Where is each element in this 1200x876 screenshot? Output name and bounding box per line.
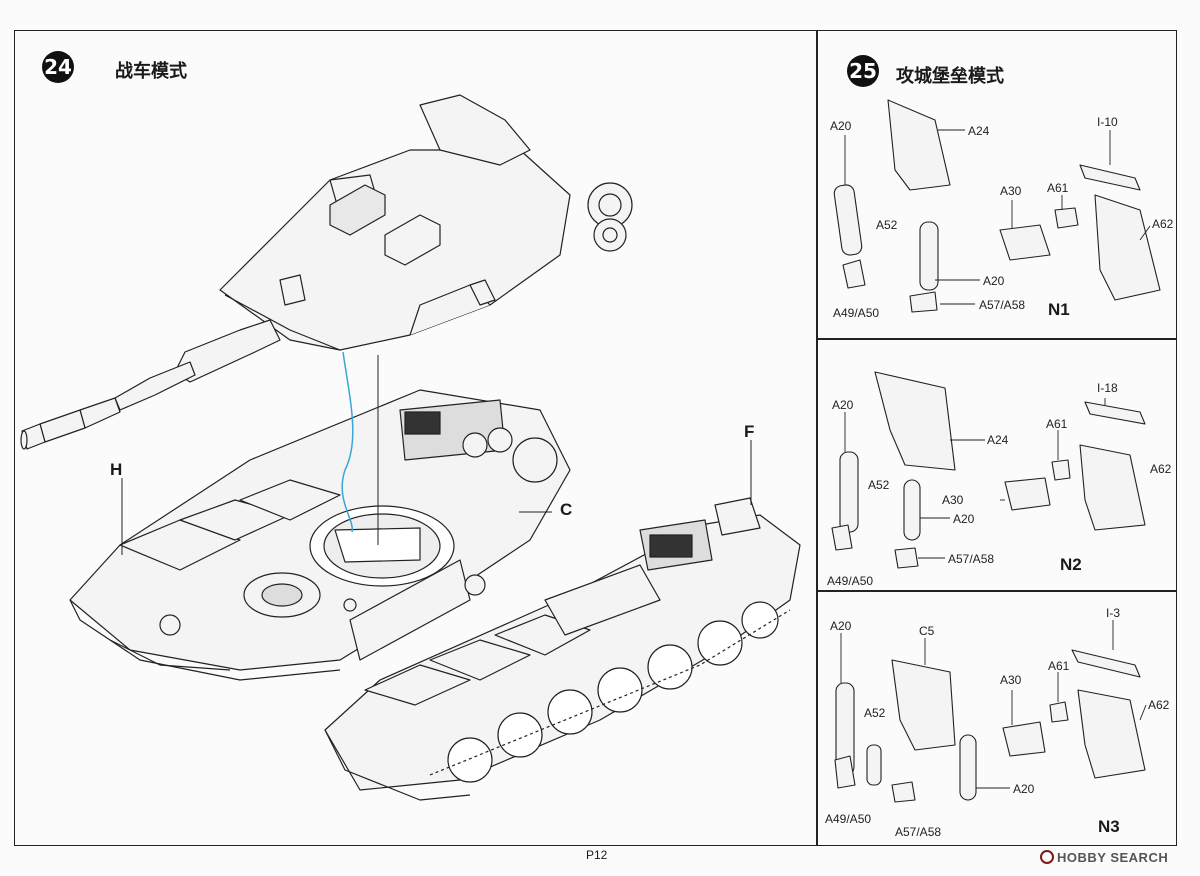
n2-a30: A30 xyxy=(942,493,964,507)
n2-i18: I-18 xyxy=(1097,381,1118,395)
panel-n2-parts xyxy=(831,371,1146,569)
n1-a20-top: A20 xyxy=(830,119,852,133)
hull xyxy=(69,389,571,681)
hobby-search-logo-icon xyxy=(1040,850,1054,864)
n2-a49: A49/A50 xyxy=(827,574,874,588)
n1-a24: A24 xyxy=(968,124,990,138)
step-24-title: 战车模式 xyxy=(115,61,187,82)
n1-a30: A30 xyxy=(1000,184,1022,198)
n1-a20-bottom: A20 xyxy=(983,274,1005,288)
n1-a62: A62 xyxy=(1152,217,1174,231)
n3-i3: I-3 xyxy=(1106,606,1121,620)
n2-a20-bottom: A20 xyxy=(953,512,975,526)
panel-n3-id: N3 xyxy=(1098,817,1120,836)
label-c: C xyxy=(560,500,573,519)
n2-a24: A24 xyxy=(987,433,1009,447)
step-25-number: 25 xyxy=(847,55,879,87)
watermark-text: HOBBY SEARCH xyxy=(1057,850,1169,865)
n3-a61: A61 xyxy=(1048,659,1070,673)
watermark: HOBBY SEARCH xyxy=(1040,850,1168,865)
panel-n2-id: N2 xyxy=(1060,555,1082,574)
chassis xyxy=(324,497,801,801)
n3-a49: A49/A50 xyxy=(825,812,872,826)
n3-a20-bottom: A20 xyxy=(1013,782,1035,796)
step-divider xyxy=(816,30,818,846)
n3-a52: A52 xyxy=(864,706,886,720)
panel-n1-id: N1 xyxy=(1048,300,1070,319)
n3-a20-top: A20 xyxy=(830,619,852,633)
n2-a62: A62 xyxy=(1150,462,1172,476)
n2-a57: A57/A58 xyxy=(948,552,995,566)
n3-a57: A57/A58 xyxy=(895,825,942,839)
panel-divider-1 xyxy=(816,338,1177,340)
n1-a61: A61 xyxy=(1047,181,1069,195)
n2-a52: A52 xyxy=(868,478,890,492)
n3-a30: A30 xyxy=(1000,673,1022,687)
panel-divider-2 xyxy=(816,590,1177,592)
gun-barrel xyxy=(20,319,281,450)
label-h: H xyxy=(110,460,123,479)
n1-i10: I-10 xyxy=(1097,115,1118,129)
panel-n1-parts xyxy=(833,99,1161,313)
n2-a61: A61 xyxy=(1046,417,1068,431)
label-f: F xyxy=(744,422,755,441)
step-24-number: 24 xyxy=(42,51,74,83)
n1-a57: A57/A58 xyxy=(979,298,1026,312)
turret xyxy=(219,94,633,351)
n3-a62: A62 xyxy=(1148,698,1170,712)
n1-a52: A52 xyxy=(876,218,898,232)
step-25-title: 攻城堡垒模式 xyxy=(896,66,1004,87)
n2-a20-top: A20 xyxy=(832,398,854,412)
page-number: P12 xyxy=(586,848,608,862)
n1-a49: A49/A50 xyxy=(833,306,880,320)
n3-c5: C5 xyxy=(919,624,935,638)
panel-n3-parts xyxy=(834,649,1146,803)
instruction-frame xyxy=(14,30,1177,846)
